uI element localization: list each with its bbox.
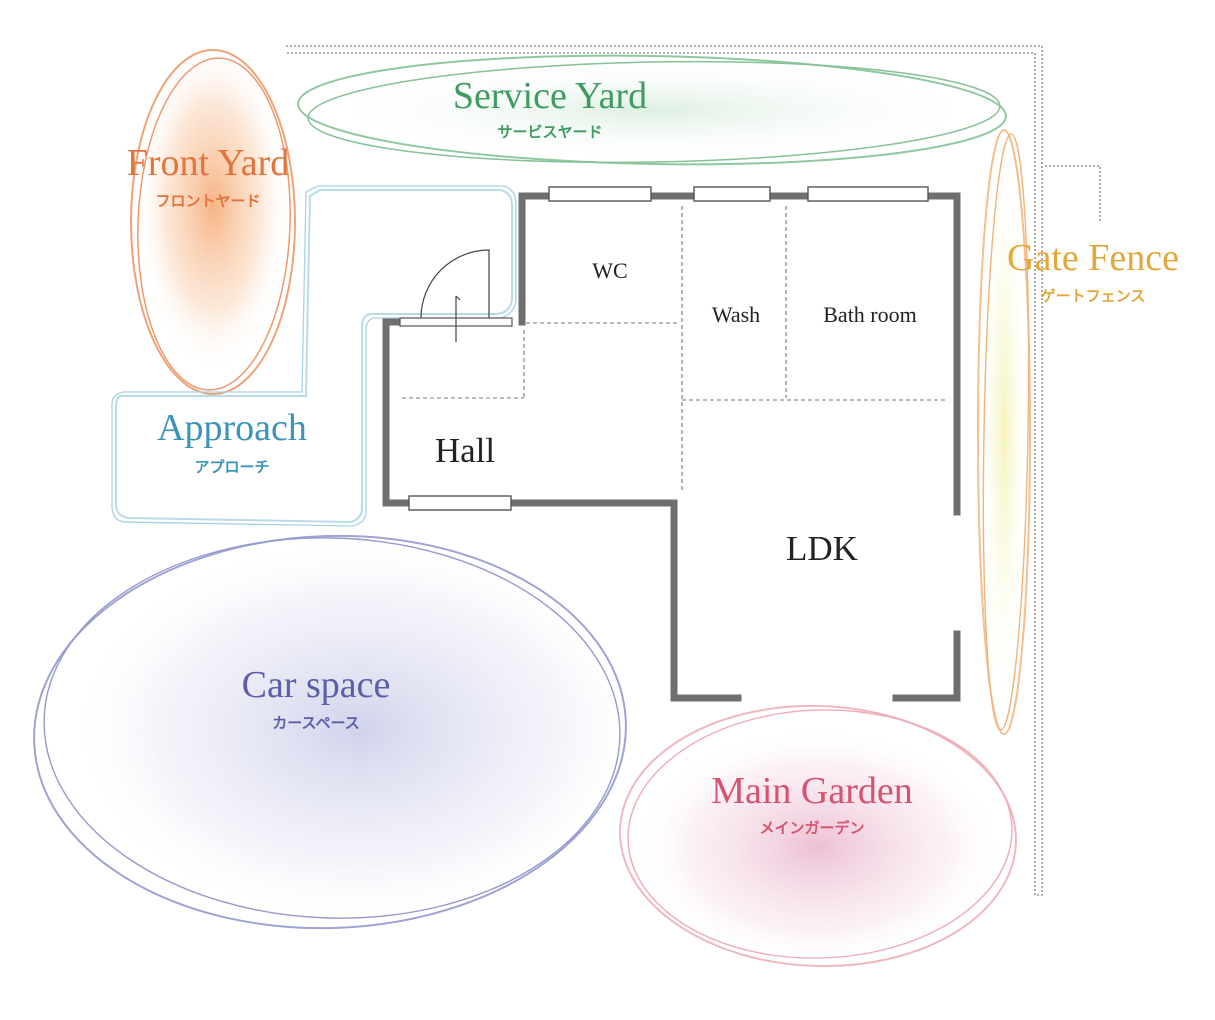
main-garden-zone — [619, 704, 1017, 968]
gate-fence-zone — [977, 129, 1031, 735]
interior-partitions — [402, 206, 945, 490]
site-boundary — [286, 45, 1101, 896]
car-space-title: Car space — [242, 664, 391, 706]
main-garden-title: Main Garden — [711, 770, 913, 812]
room-label-wash: Wash — [712, 302, 760, 327]
room-label-ldk: LDK — [786, 529, 858, 568]
gate-fence-title: Gate Fence — [1007, 237, 1179, 279]
house-floor-plan: WC Wash Bath room Hall LDK — [382, 186, 961, 702]
approach-zone — [111, 185, 517, 527]
service-yard-zone — [297, 54, 1007, 166]
window — [807, 186, 929, 202]
entrance-door — [399, 249, 513, 342]
service-yard-title: Service Yard — [453, 75, 647, 117]
room-label-hall: Hall — [435, 431, 496, 470]
front-yard-title: Front Yard — [127, 142, 290, 184]
zone-labels: Service Yard サービスヤード Front Yard フロントヤード … — [127, 75, 1179, 837]
main-garden-subtitle: メインガーデン — [759, 819, 864, 837]
window — [408, 495, 512, 511]
room-label-wc: WC — [592, 258, 627, 283]
car-space-subtitle: カースペース — [272, 714, 359, 732]
room-label-bath: Bath room — [823, 302, 917, 327]
car-space-zone — [33, 534, 627, 930]
window — [693, 186, 771, 202]
service-yard-subtitle: サービスヤード — [497, 123, 602, 141]
front-yard-zone — [130, 49, 296, 395]
gate-fence-subtitle: ゲートフェンス — [1041, 287, 1146, 305]
approach-subtitle: アプローチ — [194, 458, 269, 476]
front-yard-subtitle: フロントヤード — [155, 192, 260, 210]
window — [548, 186, 652, 202]
approach-title: Approach — [157, 407, 307, 449]
